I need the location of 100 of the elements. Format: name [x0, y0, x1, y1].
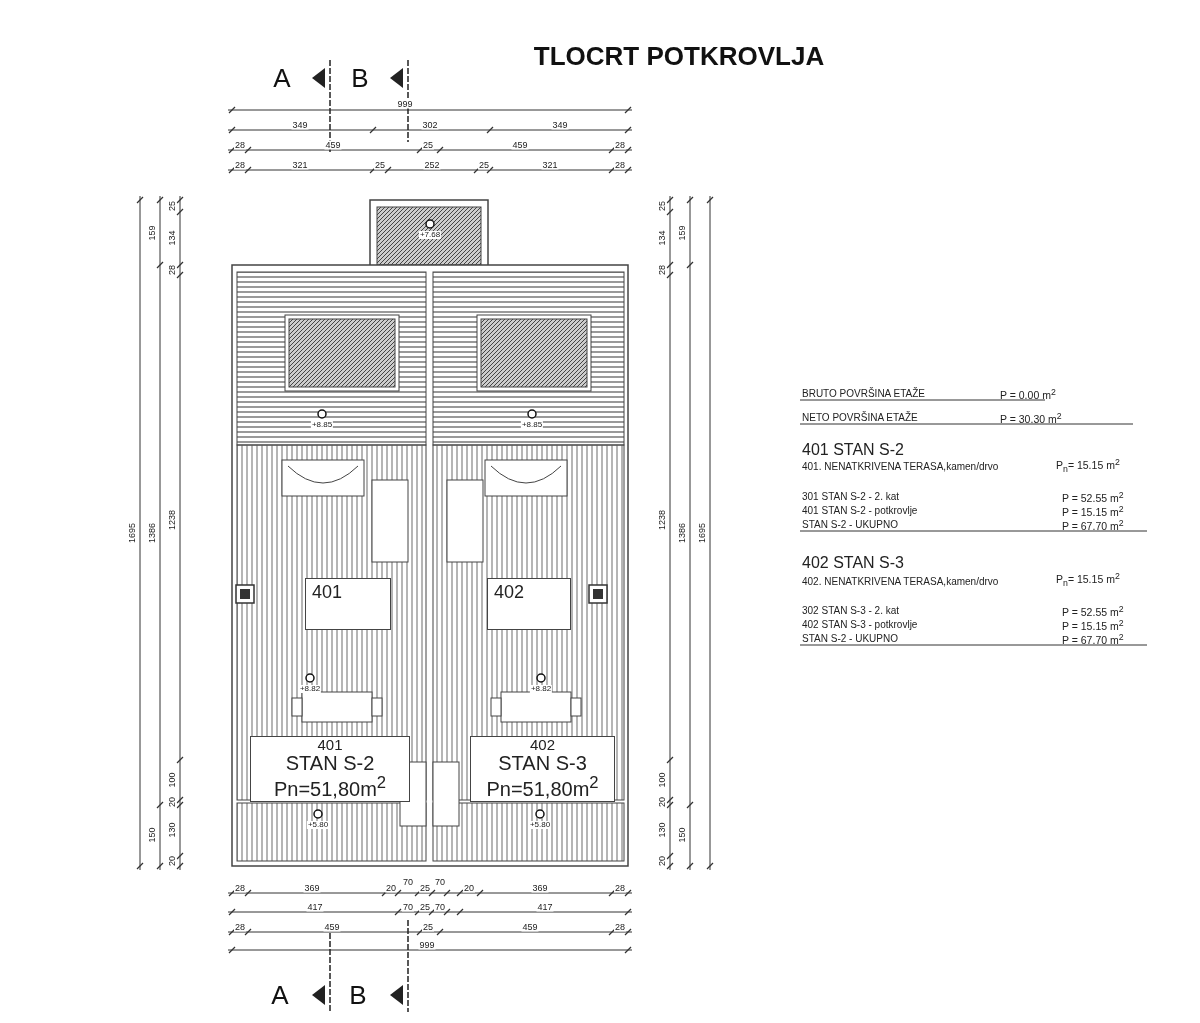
unit-number: 401 — [316, 737, 344, 753]
dimension-value: 159 — [147, 224, 157, 242]
table-text: 402. NENATKRIVENA TERASA,kamen/drvo — [802, 577, 999, 587]
dimension-value: 28 — [614, 140, 626, 150]
area-value: P = 30.30 m$^{2}$ — [1000, 411, 1062, 425]
dimension-value: 1386 — [677, 522, 687, 544]
dimension-value: 25 — [419, 883, 431, 893]
dimension-value: 252 — [423, 160, 441, 170]
table-text: 302 STAN S-3 - 2. kat — [802, 606, 900, 616]
table-text: 401. NENATKRIVENA TERASA,kamen/drvo — [802, 462, 999, 472]
area-value: P = 67.70 m$^{2}$ — [1062, 518, 1124, 532]
dimension-value: 20 — [385, 883, 397, 893]
dimension-value: 28 — [167, 264, 177, 276]
table-text: NETO POVRŠINA ETAŽE — [802, 413, 918, 423]
dimension-value: 28 — [234, 922, 246, 932]
unit-name: STAN S-2 — [284, 752, 376, 774]
dimension-value: 25 — [167, 200, 177, 212]
dimension-value: 1386 — [147, 522, 157, 544]
dimension-value: 130 — [167, 821, 177, 839]
label-box — [250, 736, 410, 802]
dimension-value: 369 — [303, 883, 321, 893]
area-value: Pn=51,80m$^{2}$ — [272, 773, 388, 800]
dimension-value: 417 — [536, 902, 554, 912]
dimension-value: 20 — [167, 796, 177, 808]
dimension-value: 302 — [421, 120, 439, 130]
dimension-value: 25 — [657, 200, 667, 212]
table-text: 401 STAN S-2 - potkrovlje — [802, 506, 918, 516]
section-letter: B — [351, 65, 369, 91]
area-value: P = 52.55 m$^{2}$ — [1062, 490, 1124, 504]
dimension-value: 134 — [167, 229, 177, 247]
elevation-mark: +8.82 — [298, 685, 322, 693]
dimension-value: 20 — [463, 883, 475, 893]
dimension-value: 417 — [306, 902, 324, 912]
dimension-value: 28 — [234, 160, 246, 170]
dimension-value: 134 — [657, 229, 667, 247]
dimension-value: 459 — [323, 922, 341, 932]
dimension-value: 1695 — [127, 522, 137, 544]
dimension-value: 70 — [434, 877, 446, 887]
table-text: 301 STAN S-2 - 2. kat — [802, 492, 900, 502]
dimension-value: 25 — [374, 160, 386, 170]
dimension-value: 999 — [418, 940, 436, 950]
unit-name: STAN S-3 — [497, 752, 588, 774]
section-letter: A — [273, 65, 291, 91]
dimension-value: 459 — [511, 140, 529, 150]
dimension-value: 28 — [614, 160, 626, 170]
elevation-mark: +8.82 — [529, 685, 553, 693]
room-number: 401 — [312, 583, 344, 602]
dimension-value: 369 — [531, 883, 549, 893]
area-value: P = 67.70 m$^{2}$ — [1062, 632, 1124, 646]
table-text: STAN S-2 - UKUPNO — [802, 634, 898, 644]
dimension-value: 25 — [478, 160, 490, 170]
dimension-value: 70 — [434, 902, 446, 912]
dimension-value: 150 — [677, 826, 687, 844]
section-letter: B — [349, 982, 367, 1008]
dimension-value: 70 — [402, 877, 414, 887]
dimension-value: 1238 — [167, 509, 177, 531]
table-text: STAN S-2 - UKUPNO — [802, 520, 898, 530]
title: TLOCRT POTKROVLJA — [533, 43, 825, 69]
dimension-value: 25 — [419, 902, 431, 912]
dimension-value: 459 — [324, 140, 342, 150]
dimension-value: 150 — [147, 826, 157, 844]
elevation-mark: +5.80 — [306, 821, 330, 829]
dimension-value: 130 — [657, 821, 667, 839]
area-value: P$_{n}$= 15.15 m$^{2}$ — [1056, 457, 1120, 475]
dimension-value: 28 — [614, 922, 626, 932]
unit-number: 402 — [529, 737, 556, 753]
area-value: P = 15.15 m$^{2}$ — [1062, 618, 1124, 632]
table-text: 402 STAN S-3 - potkrovlje — [802, 620, 918, 630]
dimension-value: 100 — [657, 771, 667, 789]
section-letter: A — [271, 982, 289, 1008]
dimension-value: 321 — [291, 160, 309, 170]
label-box — [487, 578, 571, 630]
dimension-value: 28 — [234, 883, 246, 893]
elevation-mark: +7.68 — [418, 231, 442, 239]
dimension-value: 28 — [614, 883, 626, 893]
dimension-value: 25 — [422, 140, 434, 150]
area-value: P = 0.00 m$^{2}$ — [1000, 387, 1056, 401]
elevation-mark: +8.85 — [310, 421, 334, 429]
area-value: P = 52.55 m$^{2}$ — [1062, 604, 1124, 618]
elevation-mark: +8.85 — [520, 421, 544, 429]
dimension-value: 20 — [167, 855, 177, 867]
dimension-value: 349 — [551, 120, 569, 130]
label-box — [305, 578, 391, 630]
dimension-value: 1695 — [697, 522, 707, 544]
dimension-value: 100 — [167, 771, 177, 789]
dimension-value: 28 — [234, 140, 246, 150]
dimension-value: 459 — [521, 922, 539, 932]
elevation-mark: +5.80 — [528, 821, 552, 829]
dimension-value: 349 — [291, 120, 309, 130]
dimension-value: 159 — [677, 224, 687, 242]
table-text: BRUTO POVRŠINA ETAŽE — [802, 389, 925, 399]
area-value: P$_{n}$= 15.15 m$^{2}$ — [1056, 571, 1120, 589]
unit-heading: 402 STAN S-3 — [802, 555, 904, 571]
dimension-value: 25 — [422, 922, 434, 932]
room-number: 402 — [494, 583, 526, 602]
dimension-value: 28 — [657, 264, 667, 276]
dimension-value: 1238 — [657, 509, 667, 531]
dimension-value: 20 — [657, 855, 667, 867]
unit-heading: 401 STAN S-2 — [802, 442, 904, 458]
dimension-value: 20 — [657, 796, 667, 808]
